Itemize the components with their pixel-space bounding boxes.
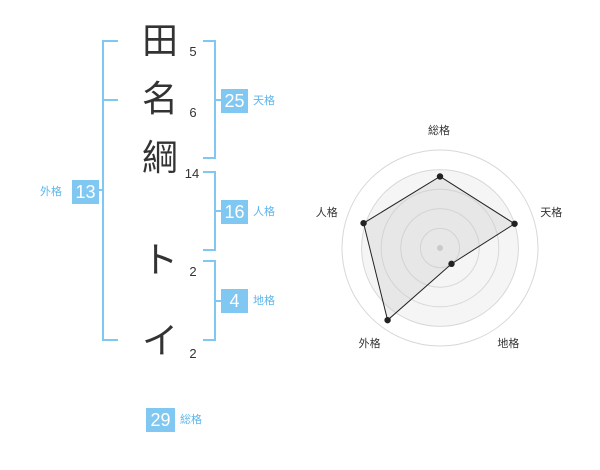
gaikaku-value: 13 xyxy=(72,180,99,204)
radar-point-5 xyxy=(360,219,367,227)
jinkaku-label: 人格 xyxy=(253,205,275,218)
radar-axis-label-4: 外格 xyxy=(358,337,381,351)
radar-center-dot xyxy=(437,245,443,251)
radar-ring xyxy=(341,149,539,347)
tenkaku-label: 天格 xyxy=(253,94,275,107)
radar-axis-label-5: 人格 xyxy=(315,205,338,219)
radar-ring xyxy=(419,227,461,269)
radar-point-4 xyxy=(384,316,391,324)
name-char-2: 名 xyxy=(141,79,178,120)
radar-point-3 xyxy=(448,260,455,268)
chikaku-value: 4 xyxy=(221,289,248,313)
chikaku-label: 地格 xyxy=(253,294,275,307)
radar-axis-label-2: 天格 xyxy=(540,205,563,219)
radar-point-1 xyxy=(436,173,444,180)
stroke-count-5: 2 xyxy=(189,346,197,361)
stroke-count-4: 2 xyxy=(189,264,197,279)
name-char-1: 田 xyxy=(141,21,178,62)
tenkaku-value: 25 xyxy=(221,89,248,113)
jinkaku-value: 16 xyxy=(221,200,248,224)
radar-ring xyxy=(361,169,519,327)
gaikaku-label: 外格 xyxy=(40,185,62,198)
radar-axis-label-3: 地格 xyxy=(497,337,520,351)
radar-ring xyxy=(400,208,480,288)
radar-grid xyxy=(341,149,539,347)
name-char-4: ト xyxy=(141,240,178,281)
stroke-count-1: 5 xyxy=(189,44,197,59)
stroke-count-2: 6 xyxy=(189,105,197,120)
name-char-5: イ xyxy=(141,321,178,362)
soukaku-label: 総格 xyxy=(180,413,202,426)
radar-series-polygon xyxy=(362,175,516,322)
soukaku-value: 29 xyxy=(146,408,175,432)
stroke-count-3: 14 xyxy=(184,166,200,181)
name-char-3: 綱 xyxy=(141,138,178,179)
radar-axis-label-1: 総格 xyxy=(428,124,450,137)
radar-ring xyxy=(380,188,500,308)
radar-point-2 xyxy=(511,220,518,227)
radar-points xyxy=(360,173,518,324)
